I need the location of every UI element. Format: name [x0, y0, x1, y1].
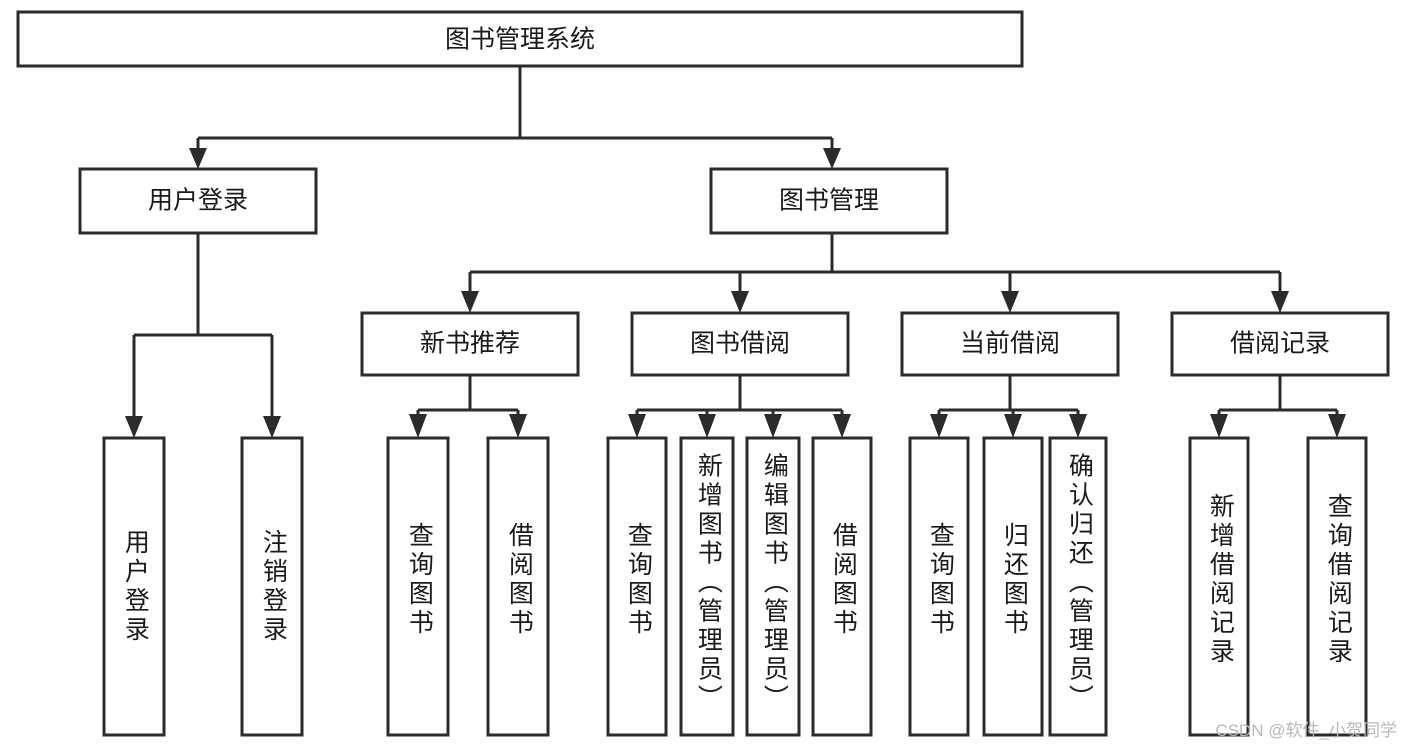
- leaf-query-borrow-record-label: 查询借阅记录: [1324, 493, 1353, 667]
- arrow-to-leaf-borrow-book-1: [509, 414, 527, 438]
- node-user-login-label: 用户登录: [148, 187, 248, 215]
- arrow-to-leaf-add-book: [698, 414, 716, 438]
- leaf-query-borrow-record[interactable]: 查询借阅记录: [1306, 436, 1368, 737]
- node-borrow-record-box[interactable]: [1170, 311, 1390, 377]
- connectors-root-to-level2: [189, 66, 841, 169]
- leaf-borrow-book-1-label: 借阅图书: [505, 522, 534, 638]
- leaf-query-book-2[interactable]: 查询图书: [606, 436, 668, 737]
- leaf-return-book-label: 归还图书: [1000, 522, 1029, 638]
- arrow-to-borrow-record: [1271, 291, 1289, 313]
- leaf-return-book[interactable]: 归还图书: [982, 436, 1044, 737]
- leaf-borrow-book-2-label: 借阅图书: [829, 522, 858, 638]
- arrow-to-leaf-query-book-2: [628, 414, 646, 438]
- leaf-query-book-1-box[interactable]: [386, 436, 450, 737]
- connectors-current-borrow-to-leaves: [930, 375, 1087, 438]
- leaf-query-book-3-box[interactable]: [908, 436, 970, 737]
- node-root-box[interactable]: [16, 10, 1024, 68]
- node-borrow-record[interactable]: 借阅记录: [1170, 311, 1390, 377]
- leaf-user-login[interactable]: 用户登录: [102, 436, 166, 737]
- connectors-new-book-rec-to-leaves: [409, 375, 527, 438]
- arrow-to-leaf-edit-book: [764, 414, 782, 438]
- leaf-query-book-1[interactable]: 查询图书: [386, 436, 450, 737]
- leaf-logout-label: 注销登录: [259, 529, 288, 645]
- leaf-confirm-return-admin-box[interactable]: [1048, 436, 1108, 737]
- arrow-to-leaf-borrow-book-2: [833, 414, 851, 438]
- arrow-to-book-mgmt: [823, 148, 841, 169]
- leaf-user-login-label: 用户登录: [121, 529, 150, 645]
- node-book-borrow-box[interactable]: [630, 311, 850, 377]
- connectors-user-login-to-leaves: [125, 233, 281, 438]
- node-new-book-recommend-label: 新书推荐: [420, 330, 520, 358]
- arrow-to-leaf-add-borrow-record: [1210, 414, 1228, 438]
- leaf-user-login-box[interactable]: [102, 436, 166, 737]
- arrow-to-book-borrow: [731, 291, 749, 313]
- leaf-edit-book-admin-box[interactable]: [745, 436, 801, 737]
- leaf-query-book-2-box[interactable]: [606, 436, 668, 737]
- node-current-borrow[interactable]: 当前借阅: [900, 311, 1120, 377]
- arrow-to-leaf-query-book-3: [930, 414, 948, 438]
- node-current-borrow-box[interactable]: [900, 311, 1120, 377]
- arrow-to-leaf-logout: [263, 416, 281, 438]
- leaf-add-book-admin-box[interactable]: [679, 436, 735, 737]
- arrow-to-user-login: [189, 148, 207, 169]
- leaf-edit-book-admin[interactable]: 编辑图书（管理员）: [745, 436, 801, 737]
- leaf-borrow-book-1[interactable]: 借阅图书: [486, 436, 550, 737]
- node-book-borrow[interactable]: 图书借阅: [630, 311, 850, 377]
- arrow-to-leaf-query-book-1: [409, 414, 427, 438]
- leaf-add-book-admin-label: 新增图书（管理员）: [694, 453, 723, 714]
- arrow-to-leaf-query-borrow-record: [1328, 414, 1346, 438]
- arrow-to-leaf-return-book: [1004, 414, 1022, 438]
- node-root[interactable]: 图书管理系统: [16, 10, 1024, 68]
- node-book-management-box[interactable]: [709, 167, 949, 235]
- leaf-add-borrow-record[interactable]: 新增借阅记录: [1188, 436, 1250, 737]
- connectors-borrow-record-to-leaves: [1210, 375, 1346, 438]
- leaf-query-borrow-record-box[interactable]: [1306, 436, 1368, 737]
- leaf-confirm-return-admin-label: 确认归还（管理员）: [1065, 453, 1094, 714]
- leaf-query-book-3-label: 查询图书: [926, 522, 955, 638]
- node-current-borrow-label: 当前借阅: [960, 330, 1060, 358]
- node-root-label: 图书管理系统: [445, 26, 595, 54]
- arrow-to-new-book-rec: [461, 291, 479, 313]
- leaf-borrow-book-2[interactable]: 借阅图书: [811, 436, 873, 737]
- leaf-borrow-book-2-box[interactable]: [811, 436, 873, 737]
- leaf-logout-box[interactable]: [240, 436, 304, 737]
- node-book-management[interactable]: 图书管理: [709, 167, 949, 235]
- arrow-to-current-borrow: [1001, 291, 1019, 313]
- leaf-edit-book-admin-label: 编辑图书（管理员）: [760, 453, 789, 714]
- leaf-query-book-1-label: 查询图书: [405, 522, 434, 638]
- leaf-query-book-2-label: 查询图书: [624, 522, 653, 638]
- node-book-borrow-label: 图书借阅: [690, 330, 790, 358]
- node-borrow-record-label: 借阅记录: [1230, 330, 1330, 358]
- connectors-book-mgmt-to-level3: [461, 233, 1289, 313]
- leaf-borrow-book-1-box[interactable]: [486, 436, 550, 737]
- leaf-add-borrow-record-label: 新增借阅记录: [1206, 493, 1235, 667]
- connectors-book-borrow-to-leaves: [628, 375, 851, 438]
- node-user-login[interactable]: 用户登录: [78, 167, 318, 235]
- arrow-to-leaf-user-login: [125, 416, 143, 438]
- leaf-logout[interactable]: 注销登录: [240, 436, 304, 737]
- leaf-return-book-box[interactable]: [982, 436, 1044, 737]
- leaf-add-borrow-record-box[interactable]: [1188, 436, 1250, 737]
- node-new-book-recommend[interactable]: 新书推荐: [360, 311, 580, 377]
- node-new-book-recommend-box[interactable]: [360, 311, 580, 377]
- node-user-login-box[interactable]: [78, 167, 318, 235]
- node-book-management-label: 图书管理: [779, 187, 879, 215]
- leaf-add-book-admin[interactable]: 新增图书（管理员）: [679, 436, 735, 737]
- leaf-query-book-3[interactable]: 查询图书: [908, 436, 970, 737]
- arrow-to-leaf-confirm-return: [1069, 414, 1087, 438]
- leaf-confirm-return-admin[interactable]: 确认归还（管理员）: [1048, 436, 1108, 737]
